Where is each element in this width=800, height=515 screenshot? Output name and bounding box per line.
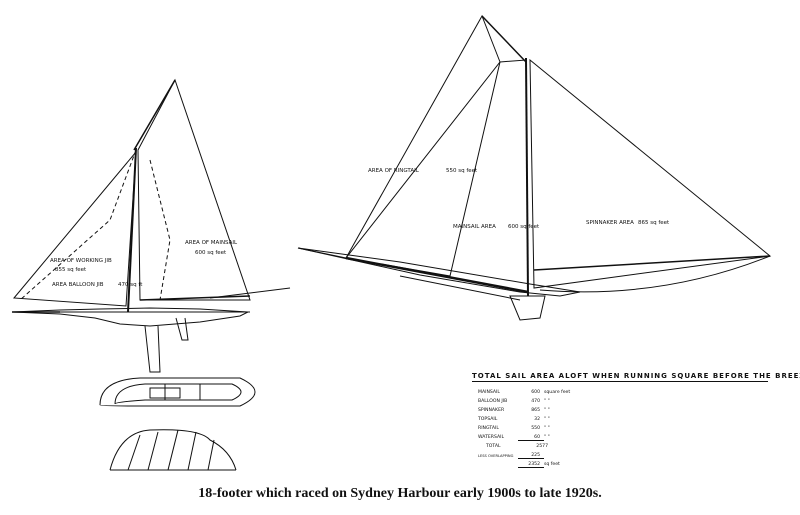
drawing-caption: 18-footer which raced on Sydney Harbour … [198, 486, 602, 501]
table-less-row: LESS OVERLAPPING 225 [472, 451, 768, 460]
right-mainsail-label: MAINSAIL AREA [453, 224, 496, 230]
left-mainsail-label: AREA OF MAINSAIL [185, 240, 238, 246]
right-mainsail-area: 600 sq feet [508, 224, 540, 230]
left-working-jib-area: 855 sq feet [55, 267, 87, 273]
left-centreboard [144, 325, 161, 373]
right-sail-plan [297, 14, 772, 321]
right-keel [509, 295, 546, 321]
table-total-row: TOTAL 2577 [486, 444, 548, 449]
left-mainsail [137, 78, 251, 301]
sail-area-table: TOTAL SAIL AREA ALOFT WHEN RUNNING SQUAR… [472, 372, 800, 469]
left-balloon-jib-label: AREA BALLOON JIB [52, 282, 104, 288]
left-sail-plan [11, 78, 291, 373]
left-hull [11, 307, 250, 327]
right-spinnaker-area: 865 sq feet [638, 220, 670, 226]
right-spinnaker-label: SPINNAKER AREA [586, 220, 634, 226]
left-mainsail-area: 600 sq feet [195, 250, 227, 256]
deck-outline [99, 377, 256, 407]
table-row: SPINNAKER 865 " " [478, 408, 550, 413]
right-spinnaker [529, 58, 772, 289]
right-ringtail [345, 14, 501, 277]
table-row: RINGTAIL 550 " " [478, 426, 550, 431]
left-balloon-jib-area: 470 sq ft [118, 282, 143, 288]
table-row: TOPSAIL 32 " " [478, 417, 550, 422]
table-final-row: 2352 sq feet [472, 460, 768, 469]
left-jib [12, 150, 137, 307]
right-hull [297, 247, 581, 297]
right-mainsail [345, 59, 529, 293]
right-ringtail-area: 550 sq feet [446, 168, 478, 174]
hull-sections [109, 429, 237, 471]
left-rudder [175, 317, 189, 341]
left-working-jib-label: AREA OF WORKING JIB [50, 258, 112, 264]
right-ringtail-label: AREA OF RINGTAIL [368, 168, 420, 174]
table-row: WATERSAIL 60 " " [478, 434, 550, 441]
deck-plan [99, 377, 256, 407]
table-row: MAINSAIL 600 square feet [478, 390, 571, 395]
table-row: BALLOON JIB 470 " " [478, 399, 550, 404]
table-title: TOTAL SAIL AREA ALOFT WHEN RUNNING SQUAR… [472, 372, 800, 382]
section-outline [109, 429, 237, 471]
